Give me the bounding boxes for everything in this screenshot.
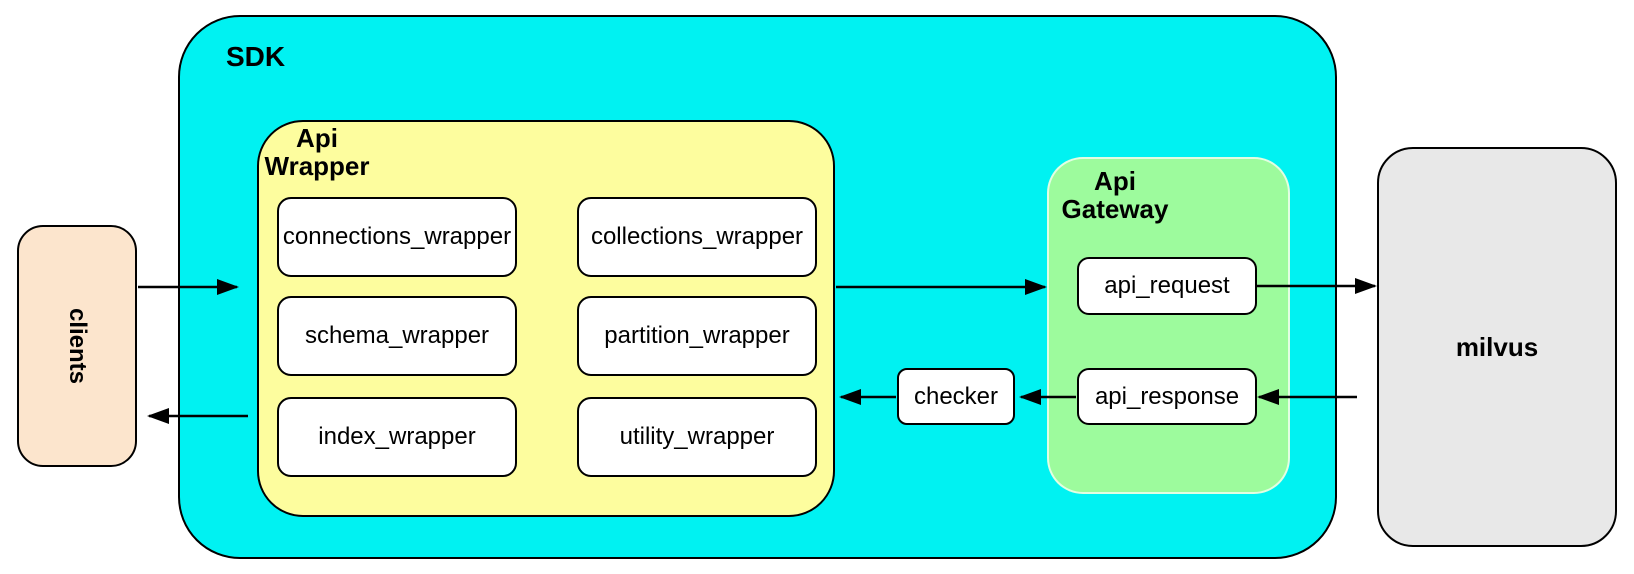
api-gateway-container <box>1047 157 1290 494</box>
schema-wrapper-box: schema_wrapper <box>277 296 517 376</box>
collections-wrapper-box: collections_wrapper <box>577 197 817 277</box>
sdk-label: SDK <box>226 41 286 72</box>
api-wrapper-label: Api Wrapper <box>252 124 382 180</box>
clients-box: clients <box>17 225 137 467</box>
api-wrapper-label-line1: Api <box>296 123 338 153</box>
clients-label: clients <box>64 307 91 385</box>
api-wrapper-label-line2: Wrapper <box>264 151 370 181</box>
api-request-box: api_request <box>1077 257 1257 315</box>
utility-wrapper-box: utility_wrapper <box>577 397 817 477</box>
index-wrapper-box: index_wrapper <box>277 397 517 477</box>
checker-box: checker <box>897 368 1015 425</box>
milvus-box: milvus <box>1377 147 1617 547</box>
api-gateway-label-line2: Gateway <box>1061 194 1169 224</box>
api-gateway-label: Api Gateway <box>1050 167 1180 223</box>
api-gateway-label-line1: Api <box>1094 166 1136 196</box>
api-response-box: api_response <box>1077 368 1257 425</box>
partition-wrapper-box: partition_wrapper <box>577 296 817 376</box>
connections-wrapper-box: connections_wrapper <box>277 197 517 277</box>
